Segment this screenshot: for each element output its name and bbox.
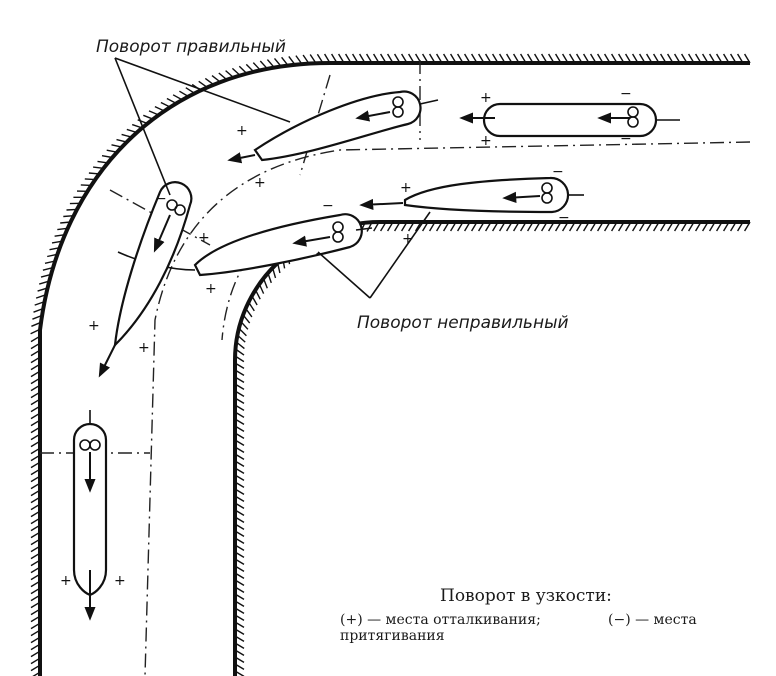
ship-upper-turning [227, 90, 439, 164]
svg-text:+: + [402, 231, 414, 247]
svg-text:+: + [60, 573, 72, 589]
svg-text:+: + [480, 133, 492, 149]
caption-line1-part1: (+) — места отталкивания; [340, 612, 541, 628]
leader-lines [114, 57, 431, 299]
svg-text:+: + [480, 90, 492, 106]
outer-bank [30, 53, 751, 676]
label-incorrect-turn: Поворот неправильный [357, 313, 569, 333]
svg-text:−: − [552, 164, 564, 180]
ship-left-curve [98, 181, 193, 378]
svg-text:+: + [198, 230, 210, 246]
caption-line2: притягивания [340, 628, 445, 644]
svg-text:+: + [236, 123, 248, 139]
caption-line1-part2: (−) — места [608, 612, 697, 628]
svg-text:−: − [322, 198, 334, 214]
svg-text:+: + [254, 175, 266, 191]
svg-text:+: + [205, 281, 217, 297]
svg-text:+: + [114, 573, 126, 589]
svg-text:−: − [620, 131, 632, 147]
channel-axis [40, 60, 751, 676]
ship-incorrect-turn [117, 213, 373, 277]
svg-text:−: − [315, 246, 327, 262]
inner-bank [233, 220, 751, 676]
svg-text:+: + [88, 318, 100, 334]
caption-title: Поворот в узкости: [440, 586, 612, 606]
force-signs: + + − − + + + + − − − − + + − + + + + [60, 86, 632, 589]
label-correct-turn: Поворот правильный [96, 37, 286, 57]
ship-bottom-left [72, 410, 108, 621]
svg-text:−: − [558, 210, 570, 226]
ship-middle-right [359, 176, 584, 214]
svg-text:−: − [155, 191, 167, 207]
svg-text:−: − [620, 86, 632, 102]
ship-top-right [459, 102, 680, 138]
svg-text:+: + [138, 340, 150, 356]
caption: Поворот в узкости: (+) — места отталкива… [340, 586, 697, 644]
svg-text:+: + [400, 180, 412, 196]
